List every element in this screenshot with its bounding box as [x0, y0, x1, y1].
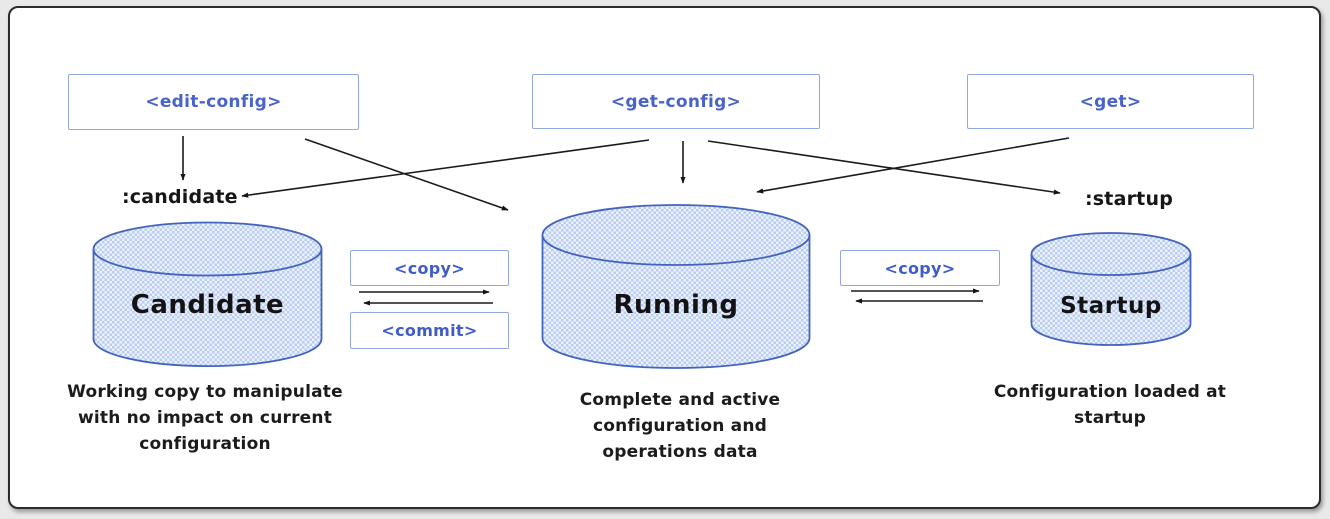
- get-operation-box: <get>: [967, 74, 1254, 129]
- commit-box: <commit>: [350, 312, 509, 349]
- edit-config-label: <edit-config>: [145, 92, 282, 112]
- candidate-description: Working copy to manipulate with no impac…: [45, 379, 365, 457]
- description-line: Complete and active: [579, 390, 781, 410]
- get-config-label: <get-config>: [610, 91, 742, 112]
- description-line: with no impact on current: [77, 408, 333, 428]
- copy-candidate-running-box: <copy>: [350, 250, 509, 286]
- get-config-operation-box: <get-config>: [532, 74, 820, 129]
- startup-tag-label: :startup: [1085, 188, 1173, 210]
- startup-datastore-cylinder: [1030, 232, 1192, 346]
- copy-label: <copy>: [394, 258, 465, 278]
- description-line: startup: [1074, 408, 1146, 428]
- candidate-datastore-name: Candidate: [130, 290, 285, 320]
- description-line: configuration and: [592, 416, 767, 436]
- commit-label: <commit>: [381, 321, 478, 340]
- startup-datastore-name: Startup: [1060, 293, 1162, 319]
- copy-label: <copy>: [884, 258, 956, 278]
- startup-description: Configuration loaded at startup: [985, 379, 1235, 431]
- description-line: configuration: [139, 434, 271, 454]
- edit-config-operation-box: <edit-config>: [68, 74, 359, 130]
- description-line: Configuration loaded at: [993, 382, 1227, 402]
- running-datastore-name: Running: [613, 290, 739, 320]
- candidate-datastore-cylinder: [92, 221, 323, 367]
- running-description: Complete and active configuration and op…: [560, 387, 800, 465]
- description-line: Working copy to manipulate: [67, 382, 343, 402]
- copy-running-startup-box: <copy>: [840, 250, 1000, 286]
- running-datastore-cylinder: [541, 204, 811, 369]
- get-label: <get>: [1079, 91, 1142, 112]
- candidate-tag-label: :candidate: [122, 186, 238, 208]
- description-line: operations data: [602, 442, 758, 462]
